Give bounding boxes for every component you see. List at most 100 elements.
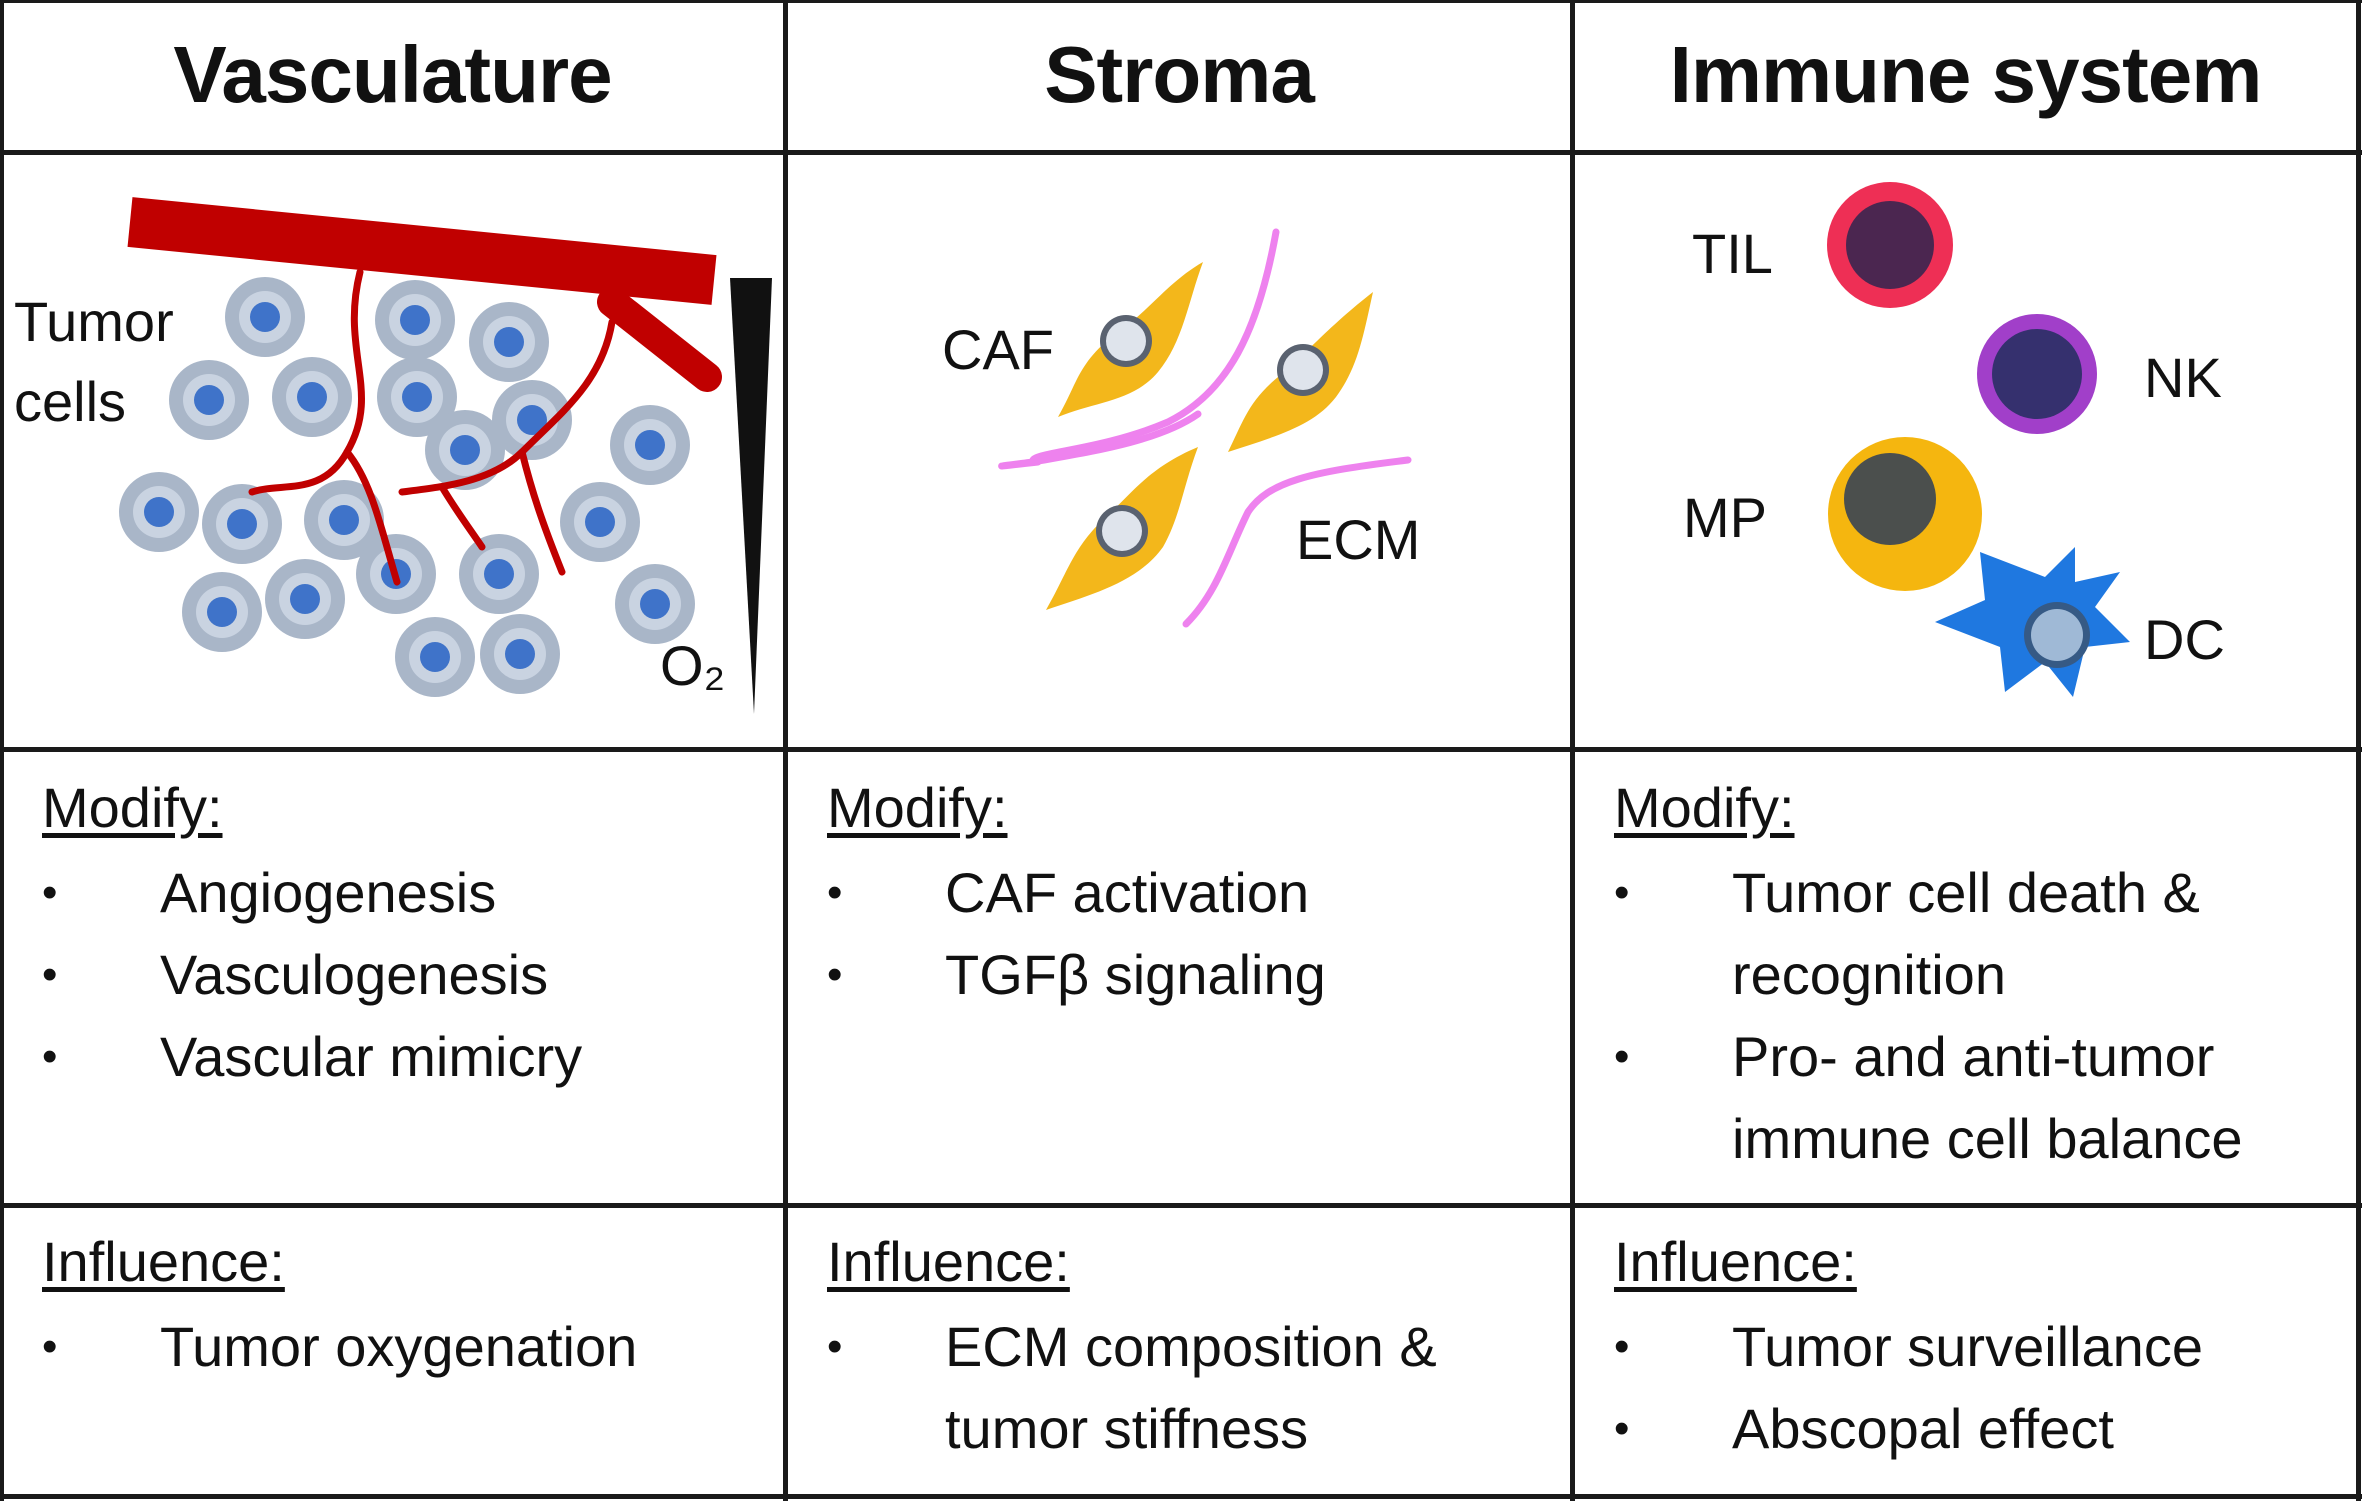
ecm-fiber	[1029, 410, 1202, 466]
tumor-cell	[272, 357, 352, 437]
row-divider-header	[0, 150, 2362, 155]
table-border-bottom	[0, 1494, 2362, 1499]
tumor-cell	[265, 559, 345, 639]
til-label: TIL	[1692, 222, 1773, 285]
column-divider-1	[783, 0, 788, 1501]
influence-heading: Influence:	[42, 1230, 285, 1293]
column-title: Immune system	[1669, 30, 2263, 119]
modify-heading: Modify:	[1614, 776, 1795, 839]
main-vessel	[127, 197, 717, 305]
oxygen-gradient-wedge	[730, 278, 772, 714]
row-divider-modify	[0, 1203, 2362, 1208]
blood-vessel	[127, 197, 722, 586]
vasculature-modify-section: Modify: •Angiogenesis •Vasculogenesis •V…	[0, 772, 783, 1098]
list-item: •Vascular mimicry	[42, 1016, 783, 1098]
list-item-text: CAF activation	[945, 861, 1310, 924]
tumor-cell	[560, 482, 640, 562]
stroma-modify-section: Modify: •CAF activation •TGFβ signaling	[785, 772, 1570, 1016]
mp-label: MP	[1683, 486, 1767, 549]
list-item-text: Vasculogenesis	[160, 943, 549, 1006]
tumor-cell	[225, 277, 305, 357]
tumor-cells-label: Tumor cells	[14, 290, 174, 433]
caf-cell	[1058, 262, 1203, 417]
list-item-text: Tumor surveillance	[1732, 1315, 2203, 1378]
table-border-left	[0, 0, 4, 1501]
list-item: •Tumor surveillance	[1614, 1306, 2357, 1388]
list-item-text: Vascular mimicry	[160, 1025, 583, 1088]
tumor-cell	[169, 360, 249, 440]
tumor-cell	[610, 405, 690, 485]
ecm-label: ECM	[1296, 508, 1421, 571]
ecm-fiber	[1182, 456, 1412, 628]
immune-system-illustration	[1827, 182, 2130, 697]
extracellular-matrix	[998, 228, 1412, 628]
oxygen-label: O₂	[660, 634, 726, 697]
til-cell	[1827, 182, 1953, 308]
table-border-top	[0, 0, 2362, 3]
list-item: •Pro- and anti-tumor immune cell balance	[1614, 1016, 2357, 1180]
row-divider-illustration	[0, 747, 2362, 752]
tumor-cell	[615, 564, 695, 644]
list-item: •Vasculogenesis	[42, 934, 783, 1016]
list-item-text: Tumor cell death & recognition	[1732, 861, 2200, 1006]
list-item: •Tumor cell death & recognition	[1614, 852, 2357, 1016]
tumor-cell	[182, 572, 262, 652]
list-item-text: Abscopal effect	[1732, 1397, 2114, 1460]
tumor-cell	[202, 484, 282, 564]
capillary	[518, 448, 566, 576]
dc-label: DC	[2144, 608, 2225, 671]
vessel-branch	[597, 287, 722, 392]
header-immune-system: Immune system	[1573, 0, 2358, 150]
tumor-cell	[395, 617, 475, 697]
tumor-cell	[119, 472, 199, 552]
influence-heading: Influence:	[1614, 1230, 1857, 1293]
tumor-cell	[304, 480, 384, 560]
caf-cells	[1046, 262, 1373, 610]
capillary	[343, 448, 401, 586]
tumor-cell	[459, 534, 539, 614]
immune-modify-section: Modify: •Tumor cell death & recognition …	[1572, 772, 2357, 1180]
stroma-influence-section: Influence: •ECM composition & tumor stif…	[785, 1226, 1570, 1470]
influence-heading: Influence:	[827, 1230, 1070, 1293]
list-item: •CAF activation	[827, 852, 1570, 934]
list-item: •Angiogenesis	[42, 852, 783, 934]
list-item: •TGFβ signaling	[827, 934, 1570, 1016]
stroma-illustration	[998, 228, 1412, 628]
tumor-cell	[377, 357, 457, 437]
list-item: •ECM composition & tumor stiffness	[827, 1306, 1570, 1470]
column-title: Vasculature	[173, 30, 612, 119]
tumor-cell-cluster	[119, 277, 695, 697]
list-item-text: Pro- and anti-tumor immune cell balance	[1732, 1025, 2243, 1170]
tumor-cell	[425, 410, 505, 490]
capillary	[248, 268, 365, 496]
column-divider-2	[1570, 0, 1575, 1501]
ecm-fiber	[998, 228, 1280, 470]
list-item: •Tumor oxygenation	[42, 1306, 783, 1388]
list-item-text: Angiogenesis	[160, 861, 497, 924]
nk-label: NK	[2144, 346, 2222, 409]
tumor-cell	[480, 614, 560, 694]
capillary	[438, 483, 486, 551]
caf-cell	[1046, 447, 1198, 610]
list-item-text: Tumor oxygenation	[160, 1315, 638, 1378]
modify-heading: Modify:	[827, 776, 1008, 839]
tumor-cell	[469, 302, 549, 382]
caf-label: CAF	[942, 318, 1054, 381]
vasculature-influence-section: Influence: •Tumor oxygenation	[0, 1226, 783, 1388]
dendritic-cell	[1935, 547, 2130, 697]
modify-heading: Modify:	[42, 776, 223, 839]
vasculature-illustration	[119, 197, 772, 714]
caf-cell	[1228, 292, 1373, 452]
list-item-text: ECM composition & tumor stiffness	[945, 1315, 1437, 1460]
header-stroma: Stroma	[786, 0, 1572, 150]
list-item: •Abscopal effect	[1614, 1388, 2357, 1470]
macrophage-cell	[1828, 437, 1982, 591]
tumor-cell	[375, 280, 455, 360]
column-title: Stroma	[1044, 30, 1315, 119]
immune-influence-section: Influence: •Tumor surveillance •Abscopal…	[1572, 1226, 2357, 1470]
header-vasculature: Vasculature	[0, 0, 785, 150]
tumor-cell	[492, 380, 572, 460]
list-item-text: TGFβ signaling	[945, 943, 1326, 1006]
table-border-right	[2356, 0, 2361, 1501]
